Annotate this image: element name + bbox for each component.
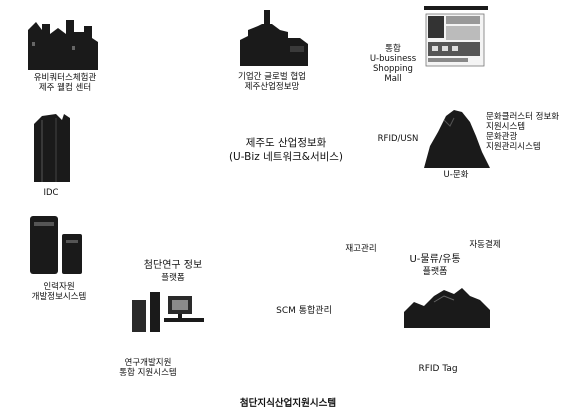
u-business-mall-line1: 통합 [385, 44, 401, 54]
u-business-mall-line2: U-business [369, 54, 417, 64]
hr-system-line2: 개발정보시스템 [31, 292, 87, 302]
hr-system-line1: 인력자원 [43, 282, 75, 292]
ubiquitous-center-label: 유비쿼터스체험관 제주 웰컴 센터 [28, 73, 102, 93]
u-culture-label: U-문화 [443, 170, 469, 180]
culture-cluster-line1: 문화클러스터 정보화 [486, 112, 560, 122]
building-icon [28, 20, 98, 70]
web-page-icon [424, 6, 488, 67]
u-logistics-label: U-물류/유통 플랫폼 [392, 254, 478, 278]
global-collab-line2: 제주산업정보망 [244, 82, 300, 92]
rfid-tag-label: RFID Tag [418, 364, 458, 374]
u-logistics-line2: 플랫폼 [422, 267, 448, 277]
research-platform-label: 첨단연구 정보 플랫폼 [130, 260, 216, 284]
server-icon [30, 216, 82, 274]
rnd-support-line1: 연구개발지원 [124, 358, 172, 368]
u-business-mall-label: 통합 U-business Shopping Mall [364, 44, 422, 84]
computer-workstation-icon [132, 292, 204, 332]
footer-title: 첨단지식산업지원시스템 [239, 398, 337, 409]
center-title-line2: (U-Biz 네트워크&서비스) [228, 151, 344, 163]
global-collab-label: 기업간 글로벌 협업 제주산업정보망 [224, 72, 320, 92]
rfid-tag-scene-icon [404, 288, 490, 328]
culture-cluster-label: 문화클러스터 정보화 지원시스템 문화관광 지원관리시스템 [486, 112, 576, 152]
u-logistics-line1: U-물류/유통 [409, 254, 461, 265]
ubiquitous-center-line1: 유비쿼터스체험관 [33, 73, 97, 83]
auto-payment-label: 자동결제 [469, 240, 501, 250]
inventory-label: 재고관리 [345, 244, 377, 254]
center-title-line1: 제주도 산업정보화 [245, 137, 327, 149]
rnd-support-line2: 통합 지원시스템 [119, 368, 177, 378]
u-business-mall-line4: Mall [384, 74, 402, 84]
culture-cluster-line2: 지원시스템 [486, 122, 526, 132]
mountain-icon [424, 110, 490, 168]
u-business-mall-line3: Shopping [373, 64, 413, 74]
factory-building-icon [240, 10, 308, 66]
rnd-support-label: 연구개발지원 통합 지원시스템 [106, 358, 190, 378]
research-platform-line1: 첨단연구 정보 [143, 260, 203, 271]
culture-cluster-line4: 지원관리시스템 [486, 142, 541, 152]
research-platform-line2: 플랫폼 [161, 273, 185, 283]
global-collab-line1: 기업간 글로벌 협업 [238, 72, 306, 82]
idc-label: IDC [43, 188, 59, 198]
hr-system-label: 인력자원 개발정보시스템 [20, 282, 98, 302]
scm-label: SCM 통합관리 [276, 306, 332, 316]
culture-cluster-line3: 문화관광 [486, 132, 518, 142]
rfid-usn-label: RFID/USN [377, 134, 419, 144]
ubiquitous-center-line2: 제주 웰컴 센터 [38, 83, 92, 93]
center-title: 제주도 산업정보화 (U-Biz 네트워크&서비스) [196, 136, 376, 164]
data-center-tower-icon [34, 114, 70, 182]
